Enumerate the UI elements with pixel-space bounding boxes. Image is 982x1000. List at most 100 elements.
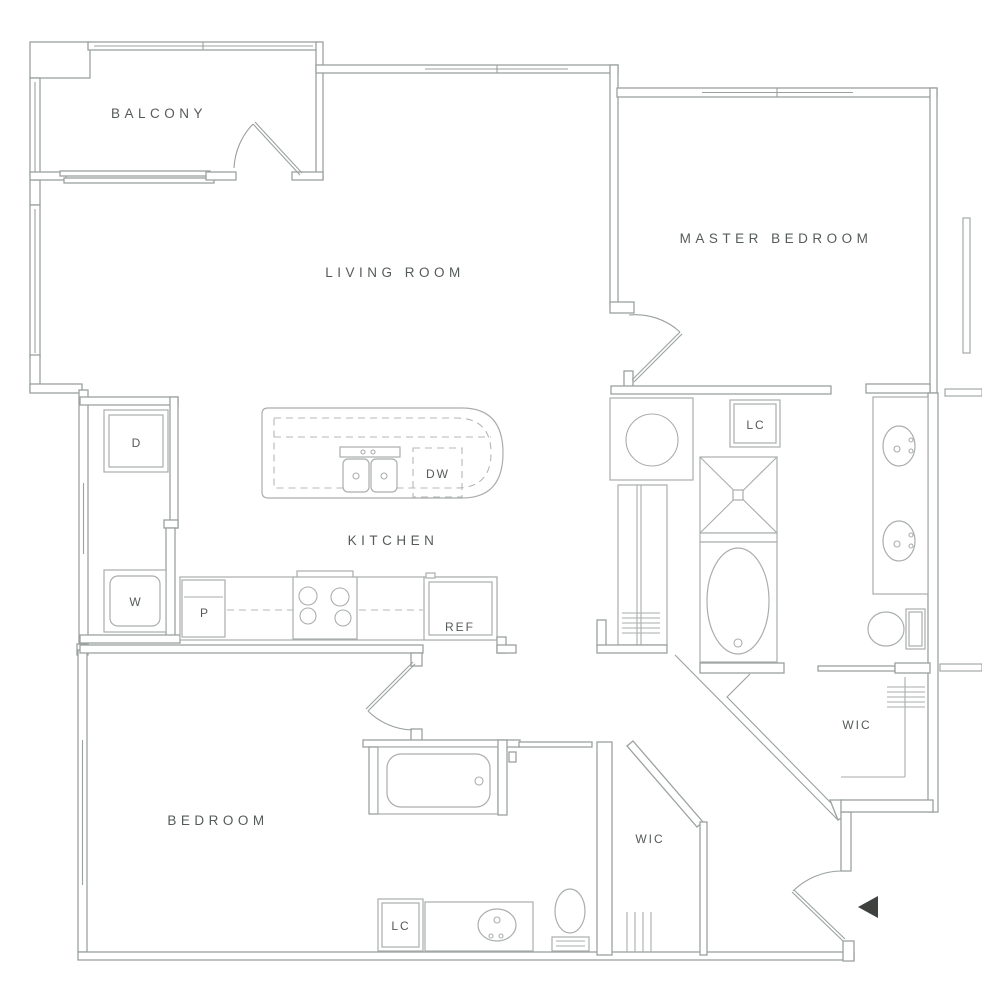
pantry-cabinet bbox=[181, 579, 226, 638]
sink-deck bbox=[339, 446, 401, 458]
labels: BALCONY LIVING ROOM MASTER BEDROOM KITCH… bbox=[111, 106, 873, 933]
burner bbox=[298, 586, 318, 606]
refrigerator-handle bbox=[425, 572, 436, 579]
master-toilet-tank-inner bbox=[908, 611, 923, 647]
master-bath-south-wall-right bbox=[894, 662, 931, 674]
burner bbox=[334, 609, 352, 627]
room-label-living-room: LIVING ROOM bbox=[325, 265, 465, 280]
bedroom-top-wall bbox=[79, 644, 424, 654]
sink-drain bbox=[893, 540, 901, 548]
wall-step bbox=[596, 619, 607, 647]
bedroom-door-leaf bbox=[367, 663, 416, 712]
wall-step bbox=[609, 301, 635, 314]
door-jamb bbox=[623, 370, 634, 388]
sink-basin-left bbox=[342, 458, 370, 493]
living-master-divider-wall bbox=[609, 64, 619, 306]
tub-end-wall bbox=[497, 739, 508, 816]
exterior-stub-vertical bbox=[962, 217, 971, 354]
faucet-dot bbox=[488, 933, 494, 939]
master-linen-closet-inner bbox=[733, 403, 777, 444]
bathtub-2-inner bbox=[386, 753, 491, 808]
balcony-door-leaf bbox=[254, 121, 303, 174]
master-door-leaf bbox=[631, 331, 681, 381]
linen-closet-2-inner bbox=[381, 902, 420, 948]
sink-drain bbox=[380, 472, 388, 480]
faucet-dot bbox=[908, 543, 914, 549]
room-label-balcony: BALCONY bbox=[111, 106, 207, 121]
master-wic-bottom-wall bbox=[840, 799, 934, 813]
master-wic-pocket-door bbox=[817, 665, 896, 672]
balcony-slider-panel bbox=[59, 170, 211, 177]
balcony-door-swing bbox=[233, 123, 254, 169]
mechanical-closet bbox=[617, 484, 668, 646]
room-label-master-bedroom: MASTER BEDROOM bbox=[680, 231, 873, 246]
balcony-doors bbox=[29, 121, 324, 184]
laundry-bottom-wall bbox=[79, 634, 181, 644]
entry-side-wall bbox=[840, 811, 852, 872]
entry-door-leaf bbox=[793, 889, 846, 940]
master-wic bbox=[840, 677, 934, 813]
second-wic bbox=[626, 740, 708, 956]
dishwasher-outline bbox=[412, 447, 463, 498]
faucet-dot bbox=[498, 933, 504, 939]
kitchen-island bbox=[261, 407, 504, 499]
master-bathroom bbox=[596, 383, 939, 813]
toilet-2-tank bbox=[551, 936, 590, 952]
bath2-top-wall bbox=[362, 739, 521, 748]
kitchen-counter bbox=[179, 570, 517, 654]
faucet-dot bbox=[908, 532, 914, 538]
wall-corner-block bbox=[29, 41, 91, 79]
wic2-right-wall bbox=[699, 821, 708, 956]
master-sink-2 bbox=[882, 520, 916, 562]
second-bathroom bbox=[362, 739, 613, 956]
bath2-right-wall bbox=[596, 741, 613, 956]
refrigerator-inner bbox=[428, 581, 493, 636]
master-bath-north-wall bbox=[610, 385, 832, 395]
entry-step-block bbox=[842, 940, 855, 962]
master-toilet-bowl bbox=[867, 611, 905, 647]
shower-drain bbox=[732, 489, 744, 501]
balcony-right-wall bbox=[315, 41, 324, 180]
master-door-leaf bbox=[633, 333, 683, 383]
master-sink-1 bbox=[882, 425, 916, 467]
wall-step bbox=[163, 519, 179, 529]
island-overhang-dash bbox=[273, 417, 492, 489]
fixture-label-bath-linen: LC bbox=[391, 919, 410, 933]
hall-diagonal-wall-inner bbox=[726, 673, 832, 804]
shower-curb bbox=[699, 532, 778, 543]
fixture-label-refrigerator: REF bbox=[445, 620, 475, 634]
balcony-slider-panel bbox=[63, 177, 215, 184]
master-bath-right-wall bbox=[927, 392, 939, 813]
stove bbox=[292, 576, 358, 640]
left-wall-jog bbox=[29, 383, 83, 394]
laundry-right-wall-lower bbox=[165, 527, 176, 639]
exterior-stub-upper bbox=[944, 388, 982, 397]
washer-inner bbox=[109, 575, 161, 627]
master-door-swing bbox=[628, 314, 681, 333]
room-label-master-wic: WIC bbox=[842, 718, 871, 732]
exterior-stub-lower bbox=[939, 663, 982, 672]
tub-drain bbox=[733, 638, 743, 648]
sink-basin-right bbox=[370, 458, 398, 493]
master-bedroom-right-wall bbox=[929, 87, 938, 394]
fixture-label-master-linen: LC bbox=[746, 418, 765, 432]
faucet-dot bbox=[360, 449, 366, 455]
master-bedroom-door bbox=[609, 301, 683, 388]
water-heater bbox=[625, 413, 679, 467]
faucet-dot bbox=[370, 449, 376, 455]
laundry-top-wall bbox=[79, 396, 179, 406]
bedroom-door-swing bbox=[367, 710, 413, 731]
left-wall bbox=[29, 179, 41, 206]
master-bath-south-wall bbox=[699, 662, 785, 674]
balcony-door-leaf bbox=[252, 123, 301, 176]
laundry-right-wall bbox=[169, 396, 179, 529]
room-label-bedroom: BEDROOM bbox=[167, 813, 268, 828]
fixture-label-washer: W bbox=[129, 595, 142, 609]
entry-door-leaf bbox=[791, 891, 844, 942]
sink-drain bbox=[493, 916, 501, 924]
hall-diagonal-wall bbox=[674, 654, 839, 821]
tub-side-wall bbox=[368, 746, 379, 815]
dryer-inner bbox=[108, 414, 164, 468]
